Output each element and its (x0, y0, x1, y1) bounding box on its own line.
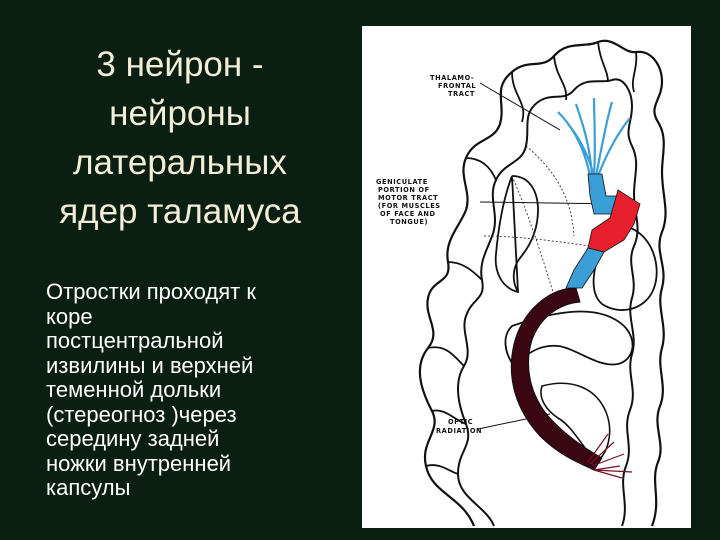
title-line: 3 нейрон - (96, 45, 264, 84)
title-line: латеральных (73, 143, 287, 182)
slide-title: 3 нейрон - нейроны латеральных ядер тала… (20, 40, 340, 236)
white-matter-outline (456, 78, 639, 527)
label-line: GENICULATE (376, 178, 428, 186)
label-geniculate-portion: GENICULATE PORTION OF MOTOR TRACT (FOR M… (376, 178, 441, 226)
label-line: (FOR MUSCLES (378, 202, 441, 210)
label-line: RADIATION (436, 427, 482, 435)
thalamo-cortical-segment (565, 247, 605, 289)
label-leader (479, 82, 561, 131)
label-line: FRONTAL (438, 82, 476, 90)
label-line: PORTION OF (378, 186, 430, 194)
optic-radiation (510, 287, 633, 479)
body-line: коре (46, 303, 93, 329)
cortex-outline (418, 39, 667, 527)
label-line: TONGUE) (390, 218, 428, 226)
label-optic-radiation: OPTIC RADIATION (436, 418, 482, 435)
brain-section-figure: THALAMO- FRONTAL TRACT GENICULATE PORTIO… (362, 26, 691, 528)
slide-body-text: Отростки проходят к коре постцентральной… (46, 279, 346, 501)
fiber-lines (483, 145, 603, 309)
label-line: OPTIC (448, 418, 473, 426)
body-line: середину задней (46, 426, 220, 451)
ventricle-outline (494, 175, 539, 294)
label-line: TRACT (448, 90, 475, 98)
body-line: постцентральной (46, 328, 224, 353)
body-line: (стереогноз )через (46, 401, 237, 427)
body-line: капсулы (46, 475, 131, 500)
label-line: MOTOR TRACT (378, 194, 438, 202)
gyrus-fold (425, 41, 638, 475)
label-line: OF FACE AND (380, 210, 436, 218)
body-line: теменной дольки (46, 377, 222, 402)
title-line: ядер таламуса (59, 192, 301, 231)
body-line: Отростки проходят к (46, 279, 256, 304)
label-thalamo-frontal-tract: THALAMO- FRONTAL TRACT (430, 74, 476, 98)
label-line: THALAMO- (430, 74, 474, 82)
brain-section-drawing: THALAMO- FRONTAL TRACT GENICULATE PORTIO… (376, 39, 667, 527)
body-line: извилины и верхней (46, 352, 254, 378)
title-line: нейроны (109, 94, 251, 133)
thalamo-frontal-tract (557, 97, 631, 215)
body-line: ножки внутренней (46, 450, 232, 476)
